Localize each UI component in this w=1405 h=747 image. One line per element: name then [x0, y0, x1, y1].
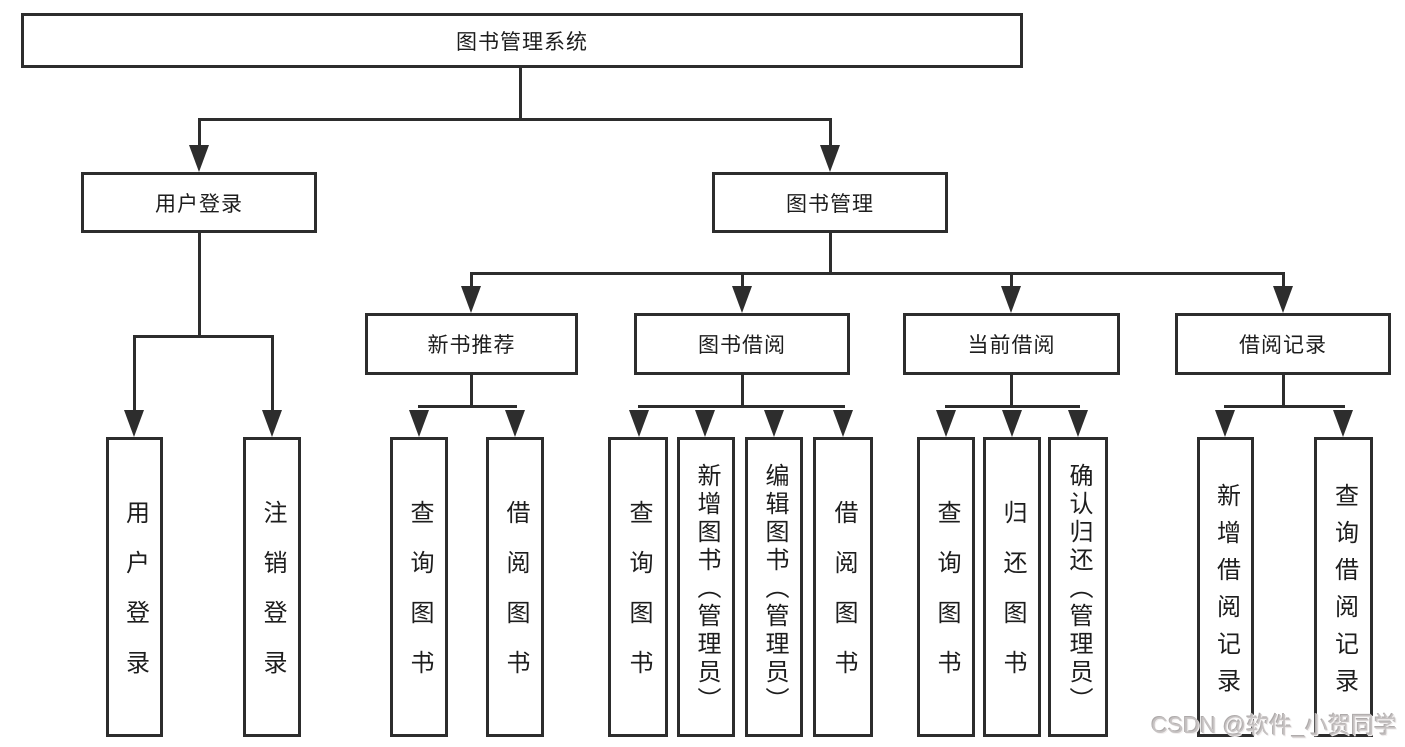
- leaf-add-books-admin: 新增图书（管理员）: [677, 437, 735, 737]
- node-user-login: 用户登录: [81, 172, 317, 233]
- connector-line: [519, 68, 522, 121]
- node-new-book-recommendation: 新书推荐: [365, 313, 578, 375]
- arrow-down: [262, 410, 282, 437]
- leaf-label: 查询图书: [406, 500, 433, 700]
- connector-line: [1282, 375, 1285, 408]
- leaf-label: 查询图书: [933, 500, 960, 700]
- connector-line: [829, 121, 832, 146]
- connector-line: [1282, 275, 1285, 287]
- arrow-down: [1001, 286, 1021, 313]
- connector-line: [470, 275, 473, 287]
- connector-line: [470, 272, 1285, 275]
- arrow-down: [1333, 410, 1353, 437]
- arrow-down: [189, 145, 209, 172]
- leaf-label: 确认归还（管理员）: [1065, 463, 1092, 715]
- arrow-down: [764, 410, 784, 437]
- leaf-label: 查询图书: [625, 500, 652, 700]
- arrow-down: [505, 410, 525, 437]
- connector-line: [741, 375, 744, 408]
- leaf-borrow-books-recommend: 借阅图书: [486, 437, 544, 737]
- leaf-label: 新增借阅记录: [1212, 482, 1240, 705]
- node-current-borrowing: 当前借阅: [903, 313, 1120, 375]
- connector-line: [271, 338, 274, 412]
- leaf-label: 借阅图书: [830, 500, 857, 700]
- node-label: 图书借阅: [698, 334, 786, 357]
- leaf-return-books: 归还图书: [983, 437, 1041, 737]
- leaf-add-borrow-record: 新增借阅记录: [1197, 437, 1254, 737]
- leaf-user-login: 用户登录: [106, 437, 163, 737]
- leaf-label: 新增图书（管理员）: [693, 463, 720, 715]
- node-library-management-system: 图书管理系统: [21, 13, 1023, 68]
- connector-line: [133, 338, 136, 412]
- connector-line: [1010, 375, 1013, 408]
- connector-line: [198, 121, 201, 146]
- arrow-down: [820, 145, 840, 172]
- leaf-label: 编辑图书（管理员）: [761, 463, 788, 715]
- connector-line: [829, 233, 832, 275]
- arrow-down: [124, 410, 144, 437]
- leaf-logout: 注销登录: [243, 437, 301, 737]
- node-book-management: 图书管理: [712, 172, 948, 233]
- node-borrowing-records: 借阅记录: [1175, 313, 1391, 375]
- node-label: 图书管理: [786, 192, 874, 216]
- connector-line: [133, 335, 274, 338]
- arrow-down: [461, 286, 481, 313]
- connector-line: [1010, 275, 1013, 287]
- connector-line: [1224, 405, 1345, 408]
- arrow-down: [1215, 410, 1235, 437]
- leaf-label: 归还图书: [999, 500, 1026, 700]
- arrow-down: [1002, 410, 1022, 437]
- node-label: 图书管理系统: [456, 30, 588, 54]
- node-label: 当前借阅: [967, 334, 1056, 357]
- connector-line: [198, 233, 201, 338]
- node-label: 借阅记录: [1239, 334, 1327, 357]
- leaf-confirm-return-admin: 确认归还（管理员）: [1048, 437, 1108, 737]
- connector-line: [638, 405, 845, 408]
- connector-line: [470, 375, 473, 408]
- leaf-query-books-current: 查询图书: [917, 437, 975, 737]
- arrow-down: [1068, 410, 1088, 437]
- connector-line: [418, 405, 517, 408]
- arrow-down: [409, 410, 429, 437]
- connector-line: [741, 275, 744, 287]
- arrow-down: [695, 410, 715, 437]
- arrow-down: [936, 410, 956, 437]
- leaf-query-borrow-record: 查询借阅记录: [1314, 437, 1373, 737]
- watermark-csdn: CSDN @软件_小贺同学: [1151, 712, 1397, 738]
- leaf-label: 用户登录: [121, 500, 149, 700]
- leaf-borrow-books-borrow: 借阅图书: [813, 437, 873, 737]
- arrow-down: [833, 410, 853, 437]
- connector-line: [198, 118, 832, 121]
- arrow-down: [629, 410, 649, 437]
- arrow-down: [732, 286, 752, 313]
- leaf-label: 查询借阅记录: [1330, 482, 1358, 705]
- leaf-edit-books-admin: 编辑图书（管理员）: [745, 437, 803, 737]
- node-label: 新书推荐: [427, 334, 516, 357]
- connector-line: [945, 405, 1080, 408]
- leaf-query-books-borrow: 查询图书: [608, 437, 668, 737]
- node-label: 用户登录: [155, 192, 243, 216]
- arrow-down: [1273, 286, 1293, 313]
- node-book-borrowing: 图书借阅: [634, 313, 850, 375]
- leaf-label: 注销登录: [259, 500, 286, 700]
- leaf-label: 借阅图书: [502, 500, 529, 700]
- leaf-query-books-recommend: 查询图书: [390, 437, 448, 737]
